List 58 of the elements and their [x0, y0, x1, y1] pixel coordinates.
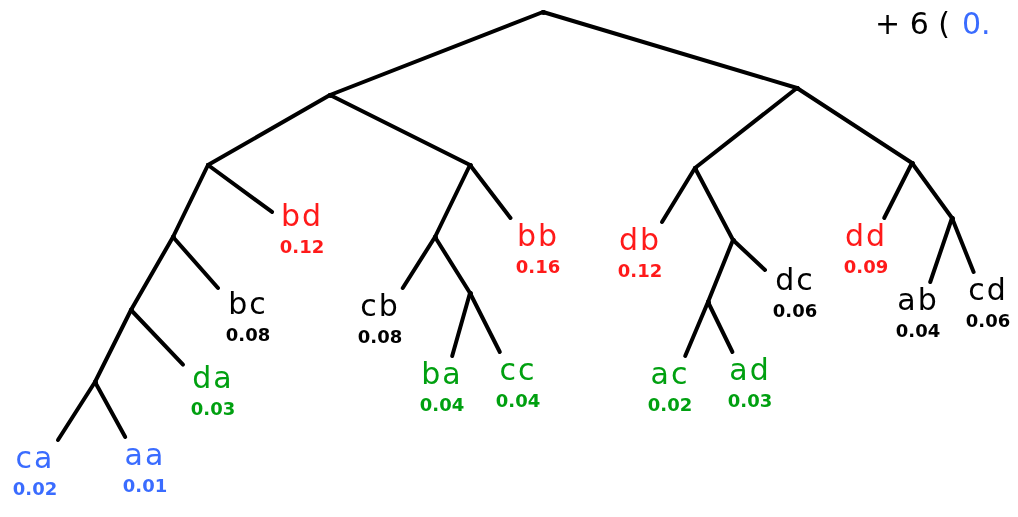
symbol-pair: aa — [124, 437, 166, 473]
probability: 0.04 — [419, 393, 465, 417]
probability: 0.09 — [843, 255, 889, 279]
tree-branch — [56, 380, 97, 442]
branch-point — [540, 9, 546, 15]
probability: 0.01 — [122, 474, 168, 498]
branch-point — [794, 85, 800, 91]
branch-point — [205, 162, 211, 168]
formula-text: 0. — [962, 5, 991, 43]
probability: 0.12 — [279, 235, 325, 259]
symbol-pair: ba — [421, 356, 463, 392]
formula-text: + 6 ( — [875, 5, 950, 43]
symbol-pair: dd — [844, 218, 888, 254]
symbol-pair: ca — [15, 440, 55, 476]
tree-branch — [129, 308, 185, 367]
tree-branch — [910, 161, 954, 220]
branch-point — [692, 165, 698, 171]
probability: 0.08 — [357, 325, 403, 349]
tree-branch — [683, 300, 710, 358]
probability: 0.02 — [647, 393, 693, 417]
tree-branch — [731, 238, 767, 272]
branch-point — [92, 379, 98, 385]
probability: 0.04 — [495, 389, 541, 413]
tree-branch — [660, 166, 697, 224]
probability: 0.02 — [12, 477, 58, 501]
symbol-pair: cd — [968, 272, 1008, 308]
branch-point — [128, 307, 134, 313]
symbol-pair: bb — [516, 218, 560, 254]
probability: 0.16 — [515, 255, 561, 279]
probability: 0.12 — [617, 259, 663, 283]
symbol-pair: da — [192, 360, 234, 396]
symbol-pair: db — [618, 222, 662, 258]
probability: 0.06 — [965, 309, 1011, 333]
probability: 0.03 — [190, 397, 236, 421]
branch-point — [170, 234, 176, 240]
symbol-pair: ad — [729, 352, 771, 388]
probability: 0.03 — [727, 389, 773, 413]
tree-branch — [928, 216, 954, 284]
tree-branch — [206, 163, 274, 214]
branch-point — [327, 92, 333, 98]
symbol-pair: cb — [360, 288, 400, 324]
probability: 0.08 — [225, 323, 271, 347]
tree-branch — [882, 161, 914, 220]
tree-branch — [693, 86, 799, 170]
symbol-pair: ac — [650, 356, 690, 392]
symbol-pair: bc — [228, 286, 268, 322]
symbol-pair: dc — [775, 262, 815, 298]
symbol-pair: ab — [897, 282, 939, 318]
tree-branch — [171, 235, 220, 290]
branch-point — [432, 234, 438, 240]
tree-branch — [468, 163, 513, 220]
tree-branch — [450, 291, 472, 358]
symbol-pair: bd — [280, 198, 324, 234]
probability: 0.04 — [895, 319, 941, 343]
symbol-pair: cc — [499, 352, 537, 388]
tree-branch — [400, 235, 437, 290]
probability: 0.06 — [772, 299, 818, 323]
branch-point — [705, 299, 711, 305]
